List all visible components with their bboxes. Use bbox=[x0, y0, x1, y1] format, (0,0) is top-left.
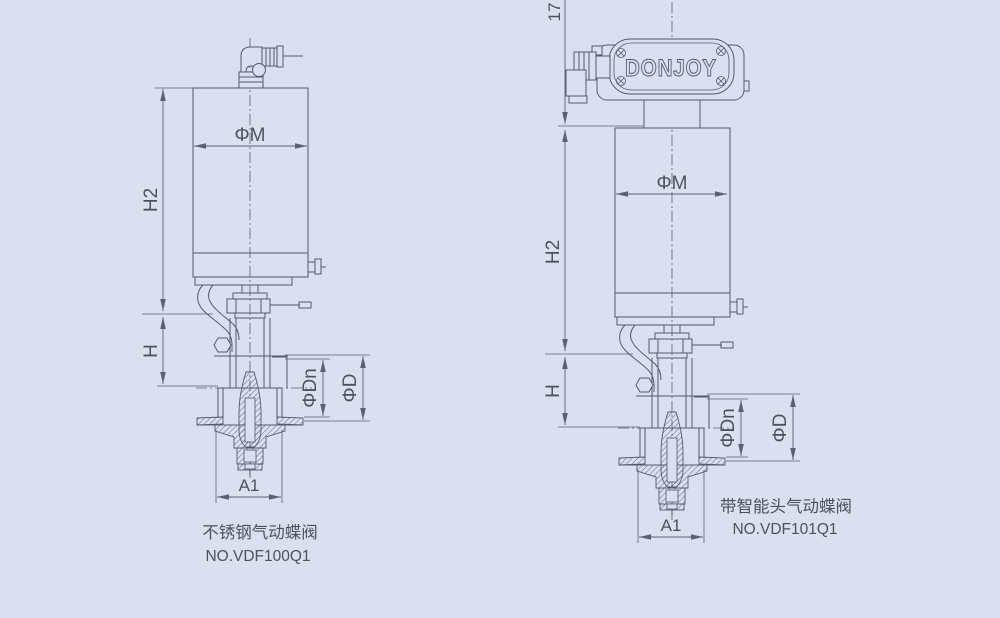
left-actuator bbox=[192, 87, 327, 278]
control-head: DONJOY bbox=[565, 38, 750, 129]
left-dimensions: ΦM H2 H ΦDn ΦD A1 bbox=[141, 87, 370, 503]
dim-label-phi-m-left: ΦM bbox=[235, 125, 266, 146]
dim-label-head-height: 17 bbox=[545, 3, 564, 22]
left-valve-body bbox=[194, 276, 313, 476]
head-neck bbox=[643, 99, 701, 129]
right-caption-line2: NO.VDF101Q1 bbox=[732, 521, 837, 538]
right-dimensions: 17 ΦM H2 H ΦDn ΦD A1 bbox=[543, 0, 800, 543]
dim-label-phi-m-right: ΦM bbox=[657, 173, 688, 194]
dim-label-h-right: H bbox=[543, 384, 564, 398]
head-side-tab bbox=[743, 80, 750, 92]
dim-label-phi-dn-left: ΦDn bbox=[300, 368, 321, 407]
dim-label-a1-left: A1 bbox=[239, 476, 260, 495]
head-screw-icon bbox=[616, 46, 726, 86]
left-caption-line1: 不锈钢气动蝶阀 bbox=[202, 523, 318, 542]
right-valve-drawing: DONJOY 17 ΦM bbox=[543, 0, 852, 543]
left-caption-line2: NO.VDF100Q1 bbox=[205, 548, 310, 565]
cable-gland bbox=[565, 45, 611, 104]
dim-label-phi-d-right: ΦD bbox=[770, 414, 791, 443]
air-elbow-fitting bbox=[238, 45, 303, 89]
right-caption-line1: 带智能头气动蝶阀 bbox=[720, 497, 852, 516]
left-valve-drawing: ΦM H2 H ΦDn ΦD A1 不锈钢气动蝶阀 bbox=[141, 38, 370, 565]
donjoy-brand-text: DONJOY bbox=[625, 55, 717, 82]
dim-label-a1-right: A1 bbox=[661, 516, 682, 535]
dim-label-h2-right: H2 bbox=[543, 240, 564, 264]
dim-label-h-left: H bbox=[141, 344, 162, 358]
right-valve-body bbox=[616, 316, 735, 516]
right-actuator bbox=[614, 127, 749, 318]
dim-label-h2-left: H2 bbox=[141, 188, 162, 212]
dim-label-phi-d-left: ΦD bbox=[340, 374, 361, 403]
dim-label-phi-dn-right: ΦDn bbox=[718, 408, 739, 447]
